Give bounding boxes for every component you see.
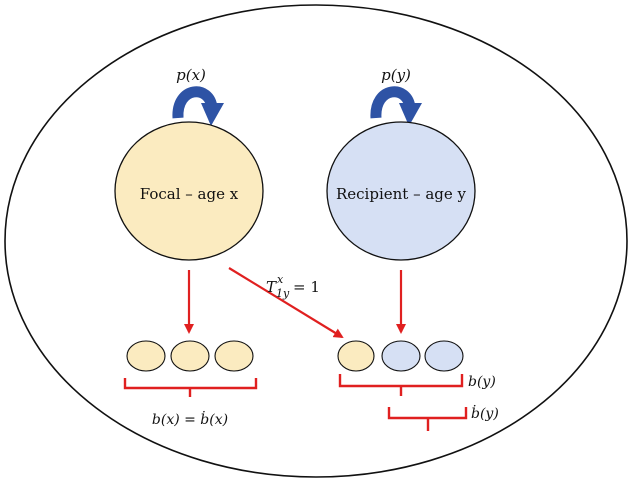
focal-offspring-brace: [123, 378, 258, 397]
recipient-node-label: Recipient – age y: [336, 185, 467, 203]
svg-text:T: T: [266, 278, 277, 296]
transfer-arrow: [228, 267, 344, 339]
focal-offspring-2: [170, 340, 210, 372]
recipient-offspring-1: [337, 340, 375, 372]
svg-text:= 1: = 1: [293, 278, 320, 296]
focal-offspring-3: [214, 340, 254, 372]
recipient-all-offspring-label: b(y): [468, 374, 496, 390]
recipient-offspring-2: [381, 340, 421, 372]
focal-node-label: Focal – age x: [140, 185, 239, 203]
focal-offspring-label: b(x) = ḃ(x): [152, 410, 228, 428]
focal-offspring-1: [126, 340, 166, 372]
transfer-label: T 1y x = 1: [266, 273, 320, 300]
outer-boundary-ellipse: [4, 4, 628, 478]
svg-text:1y: 1y: [276, 287, 290, 300]
svg-text:x: x: [277, 273, 284, 286]
recipient-survival-label: p(y): [381, 66, 411, 84]
recipient-sub-offspring-label: ḃ(y): [471, 404, 499, 422]
focal-node: [114, 121, 264, 261]
recipient-all-brace: [338, 374, 464, 396]
recipient-sub-brace: [387, 407, 468, 431]
recipient-survival-loop-icon: [370, 86, 422, 126]
recipient-offspring-3: [424, 340, 464, 372]
recipient-node: [326, 121, 476, 261]
focal-survival-label: p(x): [176, 66, 206, 84]
focal-survival-loop-icon: [172, 86, 224, 126]
